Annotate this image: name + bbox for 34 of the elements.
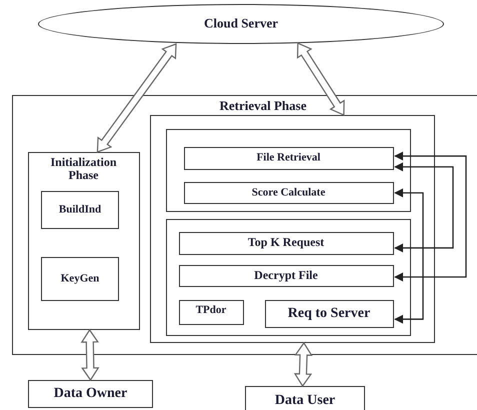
cloud-ellipse	[38, 4, 444, 44]
group-box	[166, 129, 411, 212]
box-label: Data User	[274, 392, 336, 410]
box-label: Score Calculate	[250, 186, 326, 199]
process-box	[264, 300, 394, 328]
connector-arrow	[394, 152, 467, 282]
process-box	[184, 146, 394, 170]
double-arrow	[294, 342, 313, 388]
box-label: TPdor	[194, 304, 228, 316]
phase-panel	[28, 152, 140, 330]
box-label: File Retrieval	[256, 152, 322, 164]
double-arrow	[296, 42, 345, 116]
connector-arrow	[394, 162, 454, 252]
process-box	[178, 232, 394, 254]
box-label: Data Owner	[52, 386, 128, 402]
box-label: KeyGen	[60, 272, 100, 286]
process-box	[41, 191, 119, 229]
process-box	[41, 257, 119, 301]
group-box	[12, 95, 477, 355]
process-box	[178, 264, 394, 286]
double-arrow	[80, 328, 100, 382]
phase-heading: Initialization Phase	[49, 156, 118, 184]
process-box	[178, 300, 244, 324]
group-box	[166, 219, 411, 336]
box-label: Cloud Server	[202, 16, 280, 32]
box-label: Top K Request	[246, 236, 326, 250]
process-box	[245, 386, 365, 410]
process-box	[28, 380, 153, 408]
double-arrow	[96, 43, 177, 153]
connector-arrow	[394, 188, 424, 324]
process-box	[184, 182, 394, 204]
box-label: Decrypt File	[253, 268, 319, 282]
box-label: Req to Server	[286, 305, 372, 322]
box-label: BuildInd	[58, 204, 102, 216]
